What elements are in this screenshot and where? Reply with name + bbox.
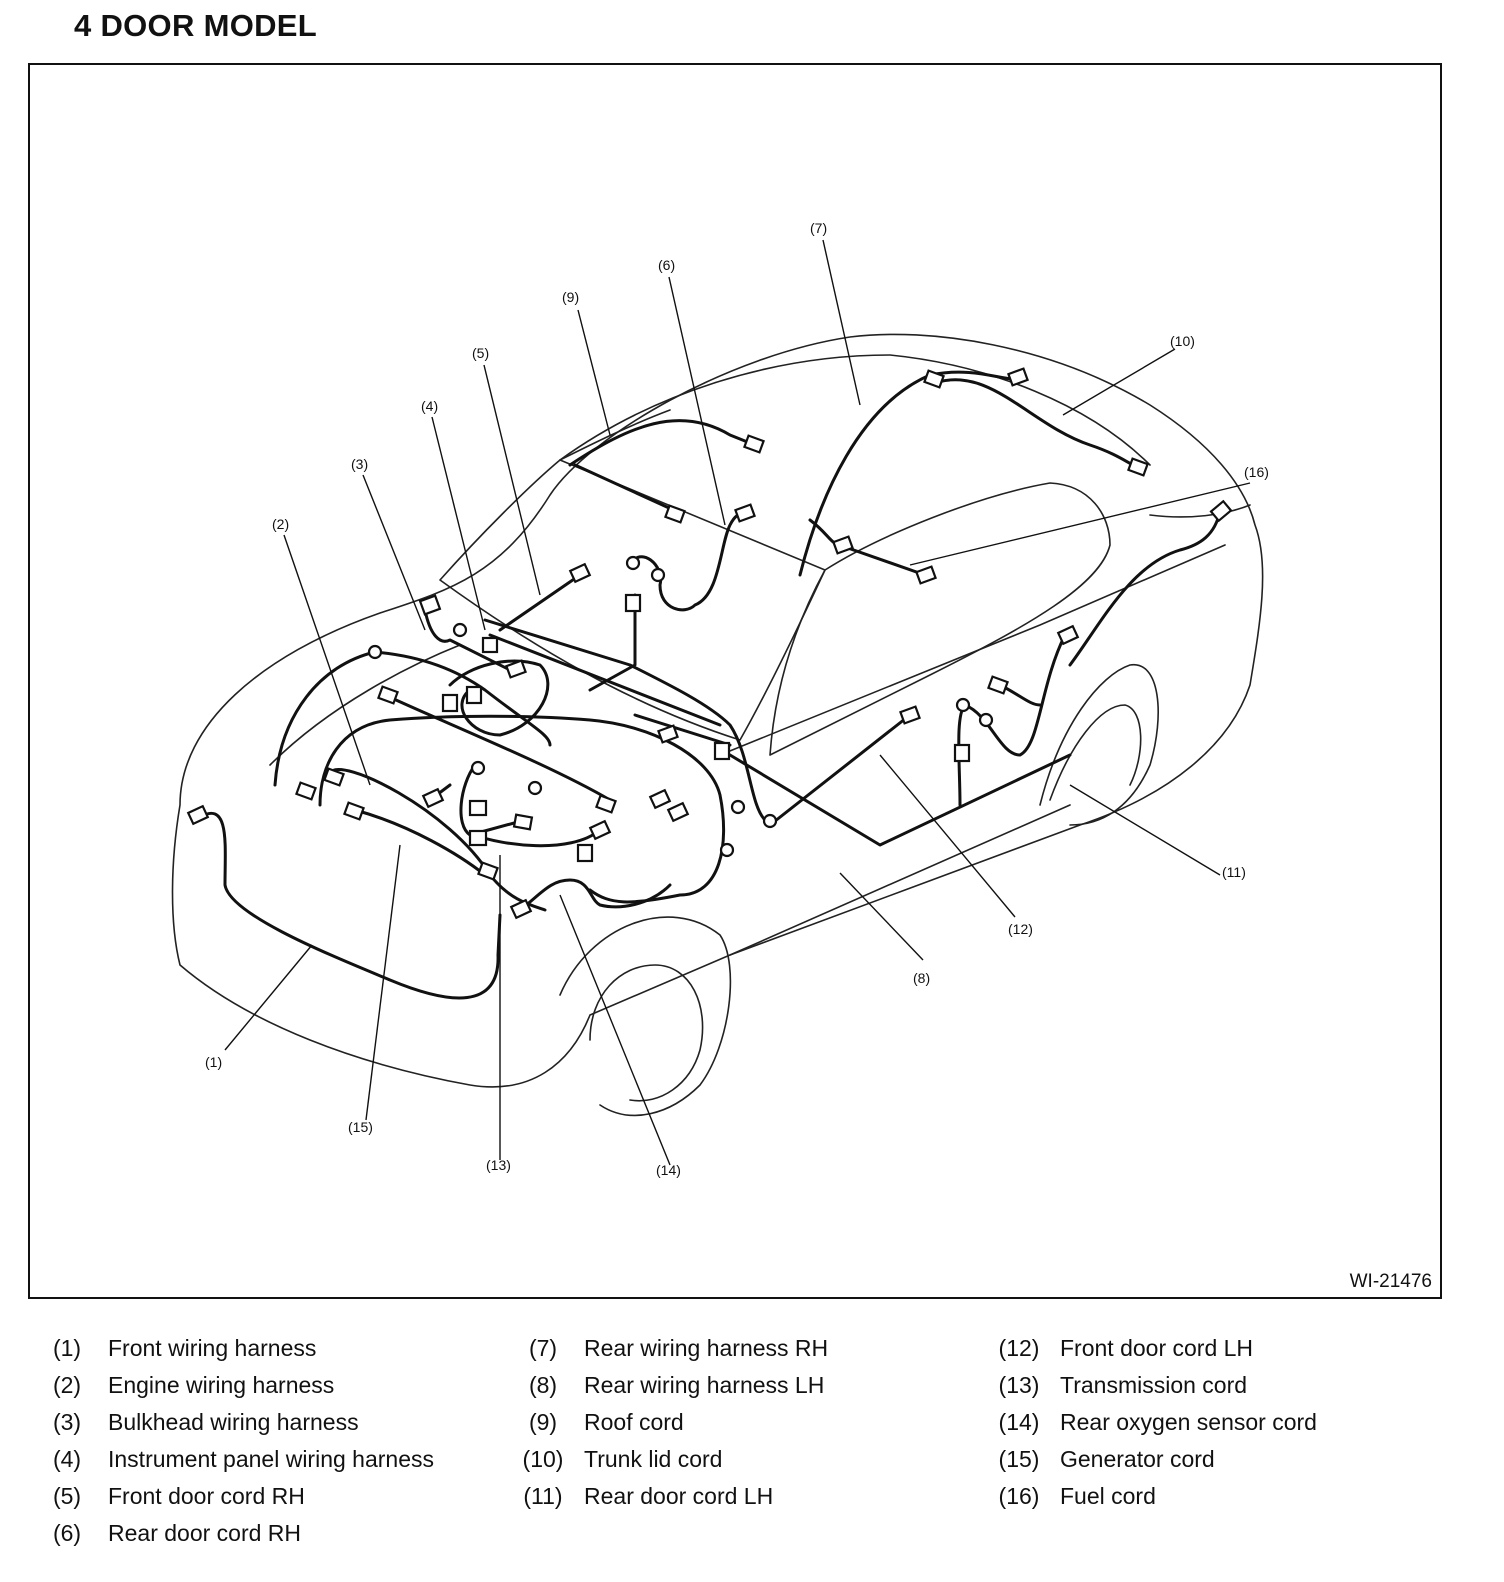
connector <box>1056 624 1080 646</box>
connector <box>624 593 642 613</box>
callout-14: (14) <box>656 1162 681 1178</box>
instrument-panel-wire <box>483 618 767 822</box>
connector <box>666 801 690 823</box>
connector <box>568 562 592 584</box>
connector <box>923 369 945 389</box>
callout-3: (3) <box>351 456 368 472</box>
connector <box>648 788 672 810</box>
fuel-cord-wire <box>1068 509 1222 667</box>
connector <box>186 804 210 826</box>
connectors <box>186 367 1233 920</box>
connector <box>953 743 971 763</box>
callout-6: (6) <box>658 257 675 273</box>
connector <box>295 781 317 801</box>
connector <box>899 705 921 725</box>
harness-wires <box>198 370 1222 1000</box>
trunk-lid-wire <box>933 378 1140 469</box>
oxygen-sensor-wire <box>518 878 672 912</box>
connector <box>743 434 765 454</box>
generator-cord-wire <box>353 808 487 877</box>
callout-12: (12) <box>1008 921 1033 937</box>
roof-cord-wire <box>568 419 752 467</box>
callout-13: (13) <box>486 1157 511 1173</box>
callout-2: (2) <box>272 516 289 532</box>
connector <box>465 685 483 705</box>
legend: (1)Front wiring harness (2)Engine wiring… <box>52 1335 1317 1546</box>
connector <box>915 565 937 585</box>
callout-labels: (1) (2) (3) (4) (5) (6) (7) (8) (9) (10)… <box>205 220 1269 1178</box>
leader-lines <box>224 239 1251 1166</box>
bulkhead-harness-wire <box>423 608 512 672</box>
callout-15: (15) <box>348 1119 373 1135</box>
callout-10: (10) <box>1170 333 1195 349</box>
rear-door-rh-wire <box>628 511 747 612</box>
connector <box>595 794 617 814</box>
callout-11: (11) <box>1222 864 1246 880</box>
wiring-diagram: (1) (2) (3) (4) (5) (6) (7) (8) (9) (10)… <box>171 220 1269 1178</box>
connector <box>477 861 499 881</box>
callout-9: (9) <box>562 289 579 305</box>
connector <box>512 813 534 831</box>
ring-terminals <box>367 555 994 858</box>
connector <box>481 636 499 654</box>
page-title: 4 DOOR MODEL <box>74 8 318 43</box>
connector <box>468 829 488 847</box>
callout-16: (16) <box>1244 464 1269 480</box>
callout-1: (1) <box>205 1054 222 1070</box>
connector <box>588 819 612 841</box>
front-door-lh-wire <box>768 713 912 827</box>
connector <box>657 724 679 744</box>
connector <box>1007 367 1029 387</box>
connector <box>713 741 731 761</box>
connector <box>987 675 1009 695</box>
connector <box>421 787 445 809</box>
connector <box>832 535 854 555</box>
connector <box>418 594 442 616</box>
front-harness-wire <box>198 811 502 1000</box>
connector <box>505 659 527 679</box>
callout-5: (5) <box>472 345 489 361</box>
connector <box>576 843 594 863</box>
callout-4: (4) <box>421 398 438 414</box>
connector <box>468 799 488 817</box>
callout-7: (7) <box>810 220 827 236</box>
connector <box>323 767 345 787</box>
connector <box>1209 499 1233 523</box>
rear-harness-rh-wire <box>798 370 1022 577</box>
connector <box>441 693 459 713</box>
connector <box>1127 457 1149 477</box>
callout-8: (8) <box>913 970 930 986</box>
figure-id: WI-21476 <box>1349 1271 1432 1292</box>
connector <box>343 801 365 821</box>
diagram-frame: (1) (2) (3) (4) (5) (6) (7) (8) (9) (10)… <box>28 63 1442 1299</box>
connector <box>377 685 399 705</box>
rear-harness-lh-wire <box>728 753 1072 847</box>
connector <box>734 503 756 523</box>
rear-door-lh-wire <box>957 633 1067 807</box>
connector <box>509 898 533 920</box>
front-door-rh-wire <box>498 573 582 632</box>
connector <box>664 504 686 524</box>
car-body-outline <box>171 333 1264 1117</box>
